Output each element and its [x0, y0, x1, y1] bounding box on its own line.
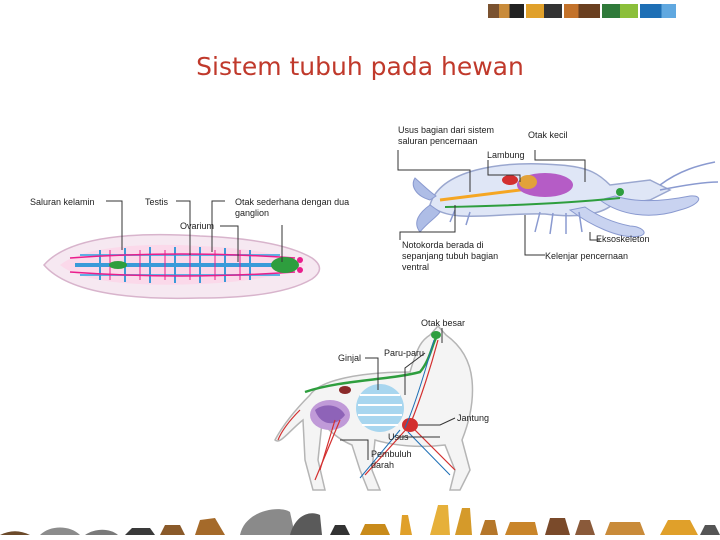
label-otak-kecil: Otak kecil: [528, 130, 568, 140]
label-otak-besar: Otak besar: [421, 318, 466, 328]
label-usus-dog: Usus: [388, 432, 409, 442]
crayfish-illustration: [412, 161, 719, 238]
label-testis: Testis: [145, 197, 169, 207]
animalia-logo: [488, 4, 676, 20]
label-saluran-kelamin: Saluran kelamin: [30, 197, 95, 207]
label-jantung: Jantung: [457, 413, 490, 423]
label-ovarium: Ovarium: [180, 221, 215, 231]
label-ginjal: Ginjal: [338, 353, 362, 363]
animal-silhouettes-strip: [0, 505, 720, 535]
label-usus-crayfish: Usus bagian dari sistem saluran pencerna…: [398, 125, 495, 146]
label-paru-paru: Paru-paru: [384, 348, 425, 358]
flatworm-illustration: [43, 233, 321, 300]
label-eksoskeleton: Eksoskeleton: [596, 234, 650, 244]
label-lambung: Lambung: [487, 150, 525, 160]
dog-illustration: [274, 324, 474, 491]
label-otak-ganglion: Otak sederhana dengan dua ganglion: [235, 197, 350, 218]
label-kelenjar-pencernaan: Kelenjar pencernaan: [545, 251, 629, 261]
page-title: Sistem tubuh pada hewan: [196, 52, 524, 81]
label-notokorda: Notokorda berada di sepanjang tubuh bagi…: [402, 240, 499, 272]
label-pembuluh-darah: Pembuluh darah: [371, 449, 412, 470]
